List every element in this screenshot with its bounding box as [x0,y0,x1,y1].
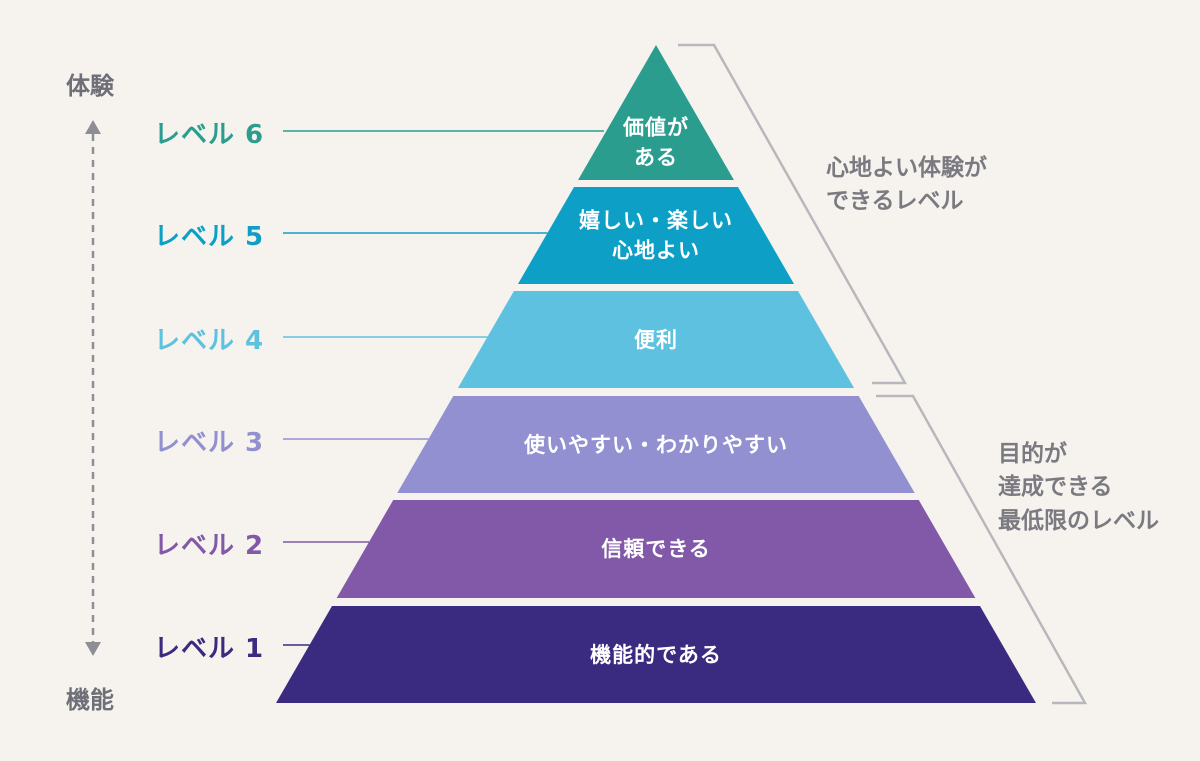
pyramid-tier-2 [336,500,976,598]
tier-text-1: 機能的である [590,639,722,669]
bracket-lower [876,394,1088,705]
group-note-upper: 心地よい体験が できるレベル [826,152,987,219]
tier-text-5: 嬉しい・楽しい心地よい [579,205,733,266]
tier-text-line: 便利 [634,327,678,352]
axis-bottom-label: 機能 [66,686,114,714]
tier-text-line: 心地よい [612,238,700,263]
tier-text-2: 信頼できる [601,534,711,564]
arrow-down-icon [85,642,101,656]
arrow-up-icon [85,120,101,134]
group-note-upper-line: 心地よい体験が [826,155,987,181]
tier-text-line: 信頼できる [601,536,711,561]
pyramid-tier-3 [397,396,915,493]
level-label-3: レベル 3 [154,428,265,458]
pyramid-tier-4 [457,291,855,388]
level-label-6: レベル 6 [154,120,265,150]
bracket-upper [678,43,908,385]
axis-top-label: 体験 [66,72,114,100]
tier-text-line: 嬉しい・楽しい [579,208,733,233]
group-note-lower-line: 達成できる [998,474,1113,501]
level-label-1: レベル 1 [154,634,265,664]
level-label-4: レベル 4 [154,326,265,356]
tier-text-4: 便利 [634,324,678,354]
tier-text-3: 使いやすい・わかりやすい [524,429,788,459]
group-note-lower-line: 最低限のレベル [998,507,1159,534]
tier-text-line: ある [634,146,678,170]
level-label-2: レベル 2 [154,531,265,561]
level-label-5: レベル 5 [154,222,265,252]
group-note-lower: 目的が 達成できる 最低限のレベル [998,438,1159,538]
tier-text-line: 機能的である [590,642,722,667]
group-note-lower-line: 目的が [998,441,1067,467]
tier-text-line: 使いやすい・わかりやすい [524,432,788,457]
tier-text-6: 価値がある [623,113,689,174]
pyramid-tier-1 [276,606,1036,703]
pyramid-tier-6 [578,45,734,180]
group-note-upper-line: できるレベル [826,188,964,215]
pyramid-tier-5 [517,187,795,284]
tier-text-line: 価値が [623,115,689,140]
